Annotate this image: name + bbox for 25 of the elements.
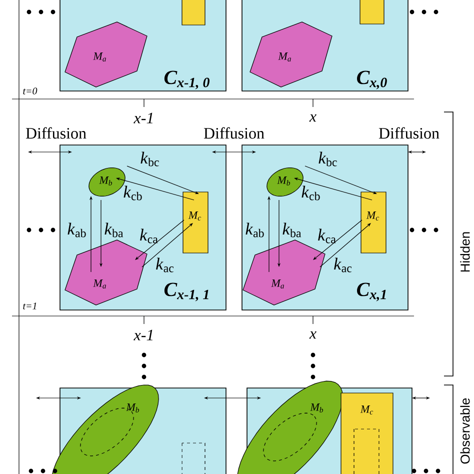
arrow (313, 220, 362, 260)
edge-label: k$_{ac}$ (334, 258, 352, 272)
bracket-label: Hidden (460, 232, 470, 272)
edge-label: Diffusion (377, 126, 441, 140)
edge-label: Diffusion (24, 126, 88, 140)
position-label: x (309, 331, 316, 339)
arrow (320, 223, 371, 268)
edge-label: k$_{bc}$ (318, 152, 337, 166)
bracket-label: Observable (460, 398, 470, 464)
position-label: x-1 (134, 330, 152, 340)
edge-label: k$_{cb}$ (124, 186, 142, 200)
edge-label: k$_{ab}$ (246, 222, 264, 238)
edge-label: k$_{ac}$ (156, 258, 174, 272)
position-label: x (309, 114, 316, 122)
arrow (135, 220, 184, 260)
edge-label: k$_{ab}$ (68, 222, 86, 238)
position-label: x-1 (134, 112, 152, 124)
edge-label: k$_{ba}$ (104, 222, 124, 238)
edge-label: k$_{ba}$ (282, 222, 302, 238)
edge-label: Diffusion (202, 126, 266, 140)
edge-label: k$_{bc}$ (140, 152, 159, 166)
time-label: t=0 (23, 88, 38, 94)
time-label: t=1 (23, 302, 36, 310)
arrow (142, 223, 193, 268)
edge-label: k$_{cb}$ (302, 186, 320, 200)
